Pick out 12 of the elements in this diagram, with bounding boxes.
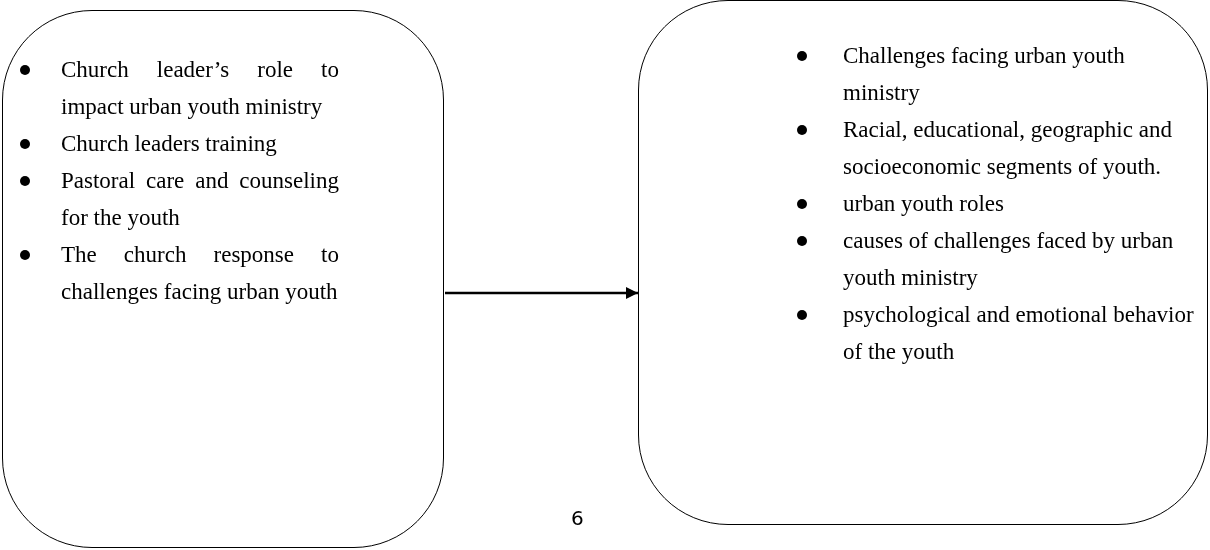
rounded-box bbox=[2, 10, 444, 548]
list-item: Church leader’s role to impact urban youth ministry bbox=[61, 56, 339, 121]
arrow bbox=[445, 286, 638, 300]
page-number: 6 bbox=[571, 506, 584, 530]
list-item: urban youth roles bbox=[843, 190, 1005, 218]
list-item: Challenges facing urban youth ministry bbox=[843, 42, 1126, 107]
list-item: Church leaders training bbox=[61, 130, 278, 158]
list-item: Racial, educational, geographic and socioeconomic segments of youth. bbox=[843, 116, 1173, 181]
list-item: psychological and emotional behavior of the youth bbox=[843, 301, 1195, 366]
list-item: The church response to challenges facing urban youth bbox=[61, 241, 339, 306]
list-item: Pastoral care and counseling for the youth bbox=[61, 167, 339, 232]
rounded-box bbox=[638, 0, 1208, 525]
